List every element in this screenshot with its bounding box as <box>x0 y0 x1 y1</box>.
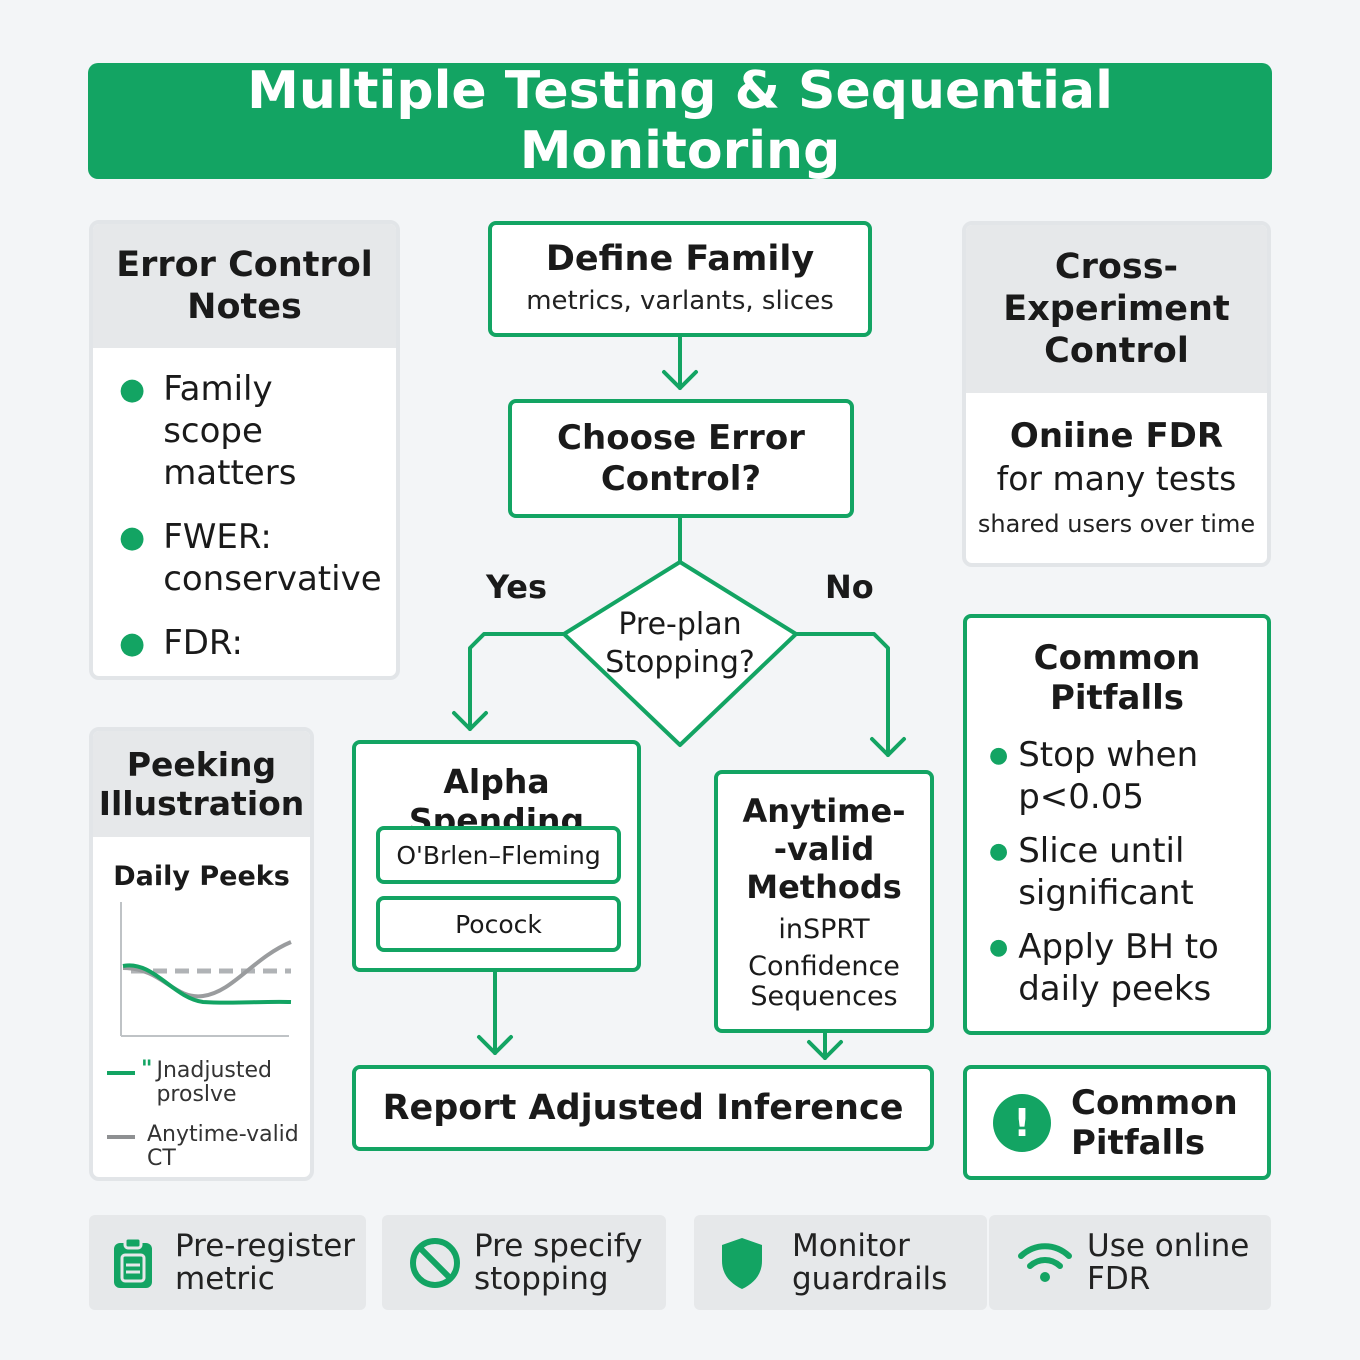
anytime-valid-title: Anytime- -valid Methods <box>742 791 906 906</box>
chart-title: Daily Peeks <box>113 861 290 892</box>
insprt-label: inSPRT <box>778 913 870 945</box>
title-banner: Multiple Testing & Sequential Monitoring <box>88 61 1272 181</box>
legend-anytime-valid: Anytime-valid CT <box>107 1123 310 1171</box>
define-family-subtitle: metrics, varlants, slices <box>526 286 834 316</box>
define-family-title: Define Family <box>545 239 815 279</box>
yes-label: Yes <box>486 568 547 606</box>
no-label: No <box>825 568 874 606</box>
decision-diamond-shape <box>562 560 798 747</box>
unadjusted-line <box>122 963 292 1005</box>
pocock-box: Pocock <box>376 896 621 952</box>
cross-experiment-header: Cross- Experiment Control <box>966 225 1267 393</box>
legend-gray-swatch <box>107 1135 135 1139</box>
report-adjusted-box: Report Adjusted Inference <box>352 1065 934 1151</box>
bottom-item-prespecify: Pre specify stopping <box>382 1215 666 1310</box>
wifi-icon <box>1018 1242 1072 1282</box>
peeking-header: Peeking Illustration <box>93 731 310 837</box>
legend-green-marker: " <box>141 1057 153 1082</box>
shared-users-label: shared users over time <box>977 510 1256 538</box>
peeking-chart <box>120 902 292 1037</box>
clipboard-icon <box>114 1236 152 1288</box>
legend-unadjusted: " Jnadjusted proslve <box>107 1057 310 1107</box>
list-item: ● FDR:more power <box>119 623 367 676</box>
shield-icon <box>722 1237 762 1289</box>
prohibited-icon <box>410 1237 460 1288</box>
cross-experiment-card: Cross- Experiment Control Oniine FDR for… <box>962 221 1271 567</box>
online-fdr-label: Oniine FDR <box>1009 416 1224 456</box>
define-family-box: Define Family metrics, varlants, slices <box>488 221 872 337</box>
anytime-valid-box: Anytime- -valid Methods inSPRT Confidenc… <box>714 770 934 1033</box>
bottom-item-monitor: Monitor guardrails <box>694 1215 987 1310</box>
pitfalls-badge-label: Common Pitfalls <box>1071 1082 1238 1163</box>
peeking-card: Peeking Illustration Daily Peeks " Jnadj… <box>89 727 314 1181</box>
bottom-item-online-fdr: Use online FDR <box>989 1215 1271 1310</box>
pitfalls-badge-box: ! Common Pitfalls <box>963 1065 1271 1180</box>
many-tests-label: for many tests <box>996 459 1237 498</box>
list-item: ● FWER:conservative <box>119 517 382 599</box>
confidence-sequences-label: Confidence Sequences <box>748 950 900 1012</box>
page-title: Multiple Testing & Sequential Monitoring <box>247 61 1113 181</box>
common-pitfalls-header: Common Pitfalls <box>1033 638 1201 718</box>
bottom-item-preregister: Pre-register metric <box>89 1215 366 1310</box>
obrien-fleming-box: O'Brlen–Fleming <box>376 826 621 884</box>
legend-green-swatch <box>107 1071 135 1075</box>
alpha-spending-box: Alpha Spending O'Brlen–Fleming Pocock <box>352 740 641 972</box>
alert-icon: ! <box>993 1093 1051 1152</box>
error-control-notes-header: Error Control Notes <box>93 224 396 348</box>
decision-label: Pre-plan Stopping? <box>605 607 755 680</box>
choose-error-control-box: Choose Error Control? <box>508 399 854 518</box>
